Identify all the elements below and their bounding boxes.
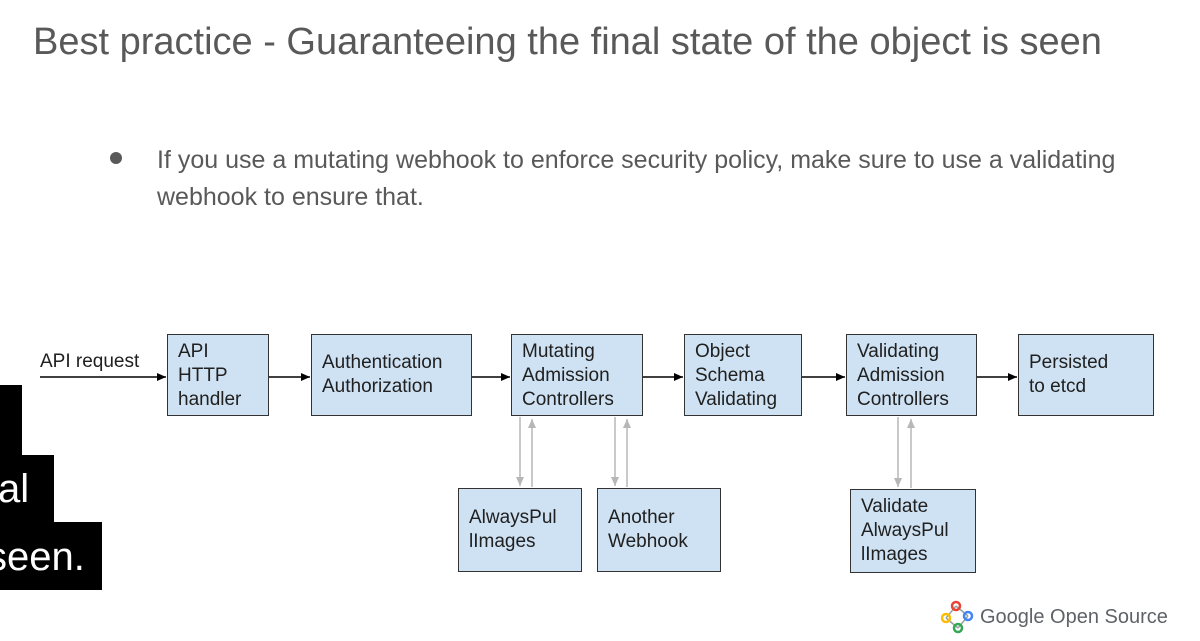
box-label: AlwaysPul lImages bbox=[469, 507, 557, 552]
box-label: Object Schema Validating bbox=[695, 341, 778, 410]
box-persisted-to-etcd: Persisted to etcd bbox=[1018, 334, 1154, 416]
box-authentication-authorization: Authentication Authorization bbox=[311, 334, 472, 416]
bullet-text: If you use a mutating webhook to enforce… bbox=[157, 146, 1116, 211]
box-label: Authentication Authorization bbox=[322, 352, 443, 397]
bullet-dot-icon bbox=[110, 152, 122, 164]
google-open-source-icon bbox=[940, 600, 974, 634]
box-api-http-handler: API HTTP handler bbox=[167, 334, 269, 416]
box-mutating-admission-controllers: Mutating Admission Controllers bbox=[511, 334, 643, 416]
footer-brand: Google Open Source bbox=[980, 605, 1168, 628]
caption-overlay-middle bbox=[0, 455, 54, 522]
box-label: Validate AlwaysPul lImages bbox=[861, 496, 949, 565]
box-alwayspullimages: AlwaysPul lImages bbox=[458, 488, 582, 572]
caption-line-1: al bbox=[0, 467, 30, 511]
caption-line-2: seen. bbox=[0, 535, 85, 579]
box-validating-admission-controllers: Validating Admission Controllers bbox=[846, 334, 977, 416]
box-validate-alwayspullimages: Validate AlwaysPul lImages bbox=[850, 489, 976, 573]
slide-title: Best practice - Guaranteeing the final s… bbox=[33, 21, 1102, 63]
box-label: Another Webhook bbox=[608, 507, 688, 552]
caption-overlay-top bbox=[0, 385, 22, 455]
box-label: Validating Admission Controllers bbox=[857, 341, 949, 410]
api-request-label: API request bbox=[40, 351, 140, 372]
box-label: API HTTP handler bbox=[178, 341, 242, 410]
box-label: Persisted to etcd bbox=[1029, 352, 1109, 397]
footer-logo: Google Open Source bbox=[938, 600, 1168, 634]
caption-overlay-bottom bbox=[0, 522, 102, 590]
box-another-webhook: Another Webhook bbox=[597, 488, 721, 572]
box-label: Mutating Admission Controllers bbox=[522, 341, 614, 410]
box-object-schema-validating: Object Schema Validating bbox=[684, 334, 802, 416]
